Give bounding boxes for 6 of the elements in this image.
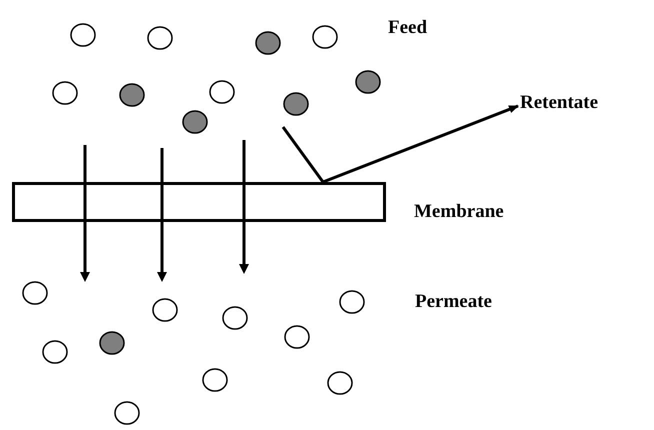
arrow [322,104,519,184]
membrane-label: Membrane [414,200,504,224]
stream-label: Permeate [415,290,492,314]
stream-label: Feed [388,16,428,40]
output-label: Retentate [520,90,640,116]
membrane-box [12,182,386,222]
